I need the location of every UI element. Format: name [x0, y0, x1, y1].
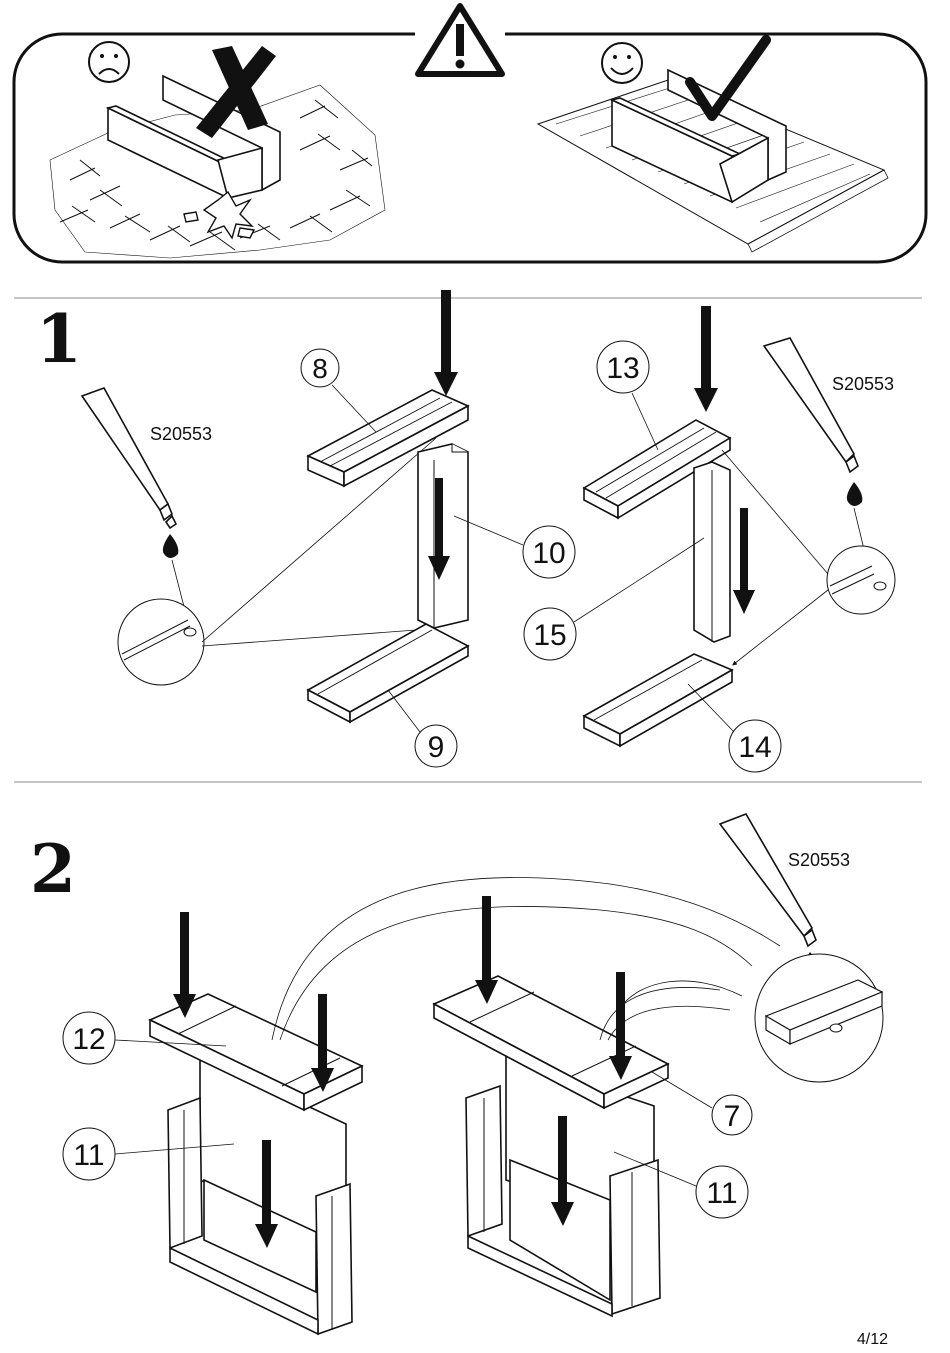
- callout-13: 13: [597, 341, 658, 450]
- part-label: 14: [738, 731, 771, 764]
- warning-panel: [14, 6, 926, 262]
- part-label: 8: [312, 353, 328, 384]
- callout-9: 9: [388, 690, 457, 767]
- glue-label: S20553: [788, 850, 850, 870]
- detail-magnifier: [118, 599, 204, 685]
- detail-magnifier: [755, 954, 883, 1082]
- detail-magnifier: [827, 546, 895, 614]
- glue-tube-icon: [720, 814, 816, 946]
- glue-label: S20553: [832, 374, 894, 394]
- glue-label: S20553: [150, 424, 212, 444]
- glue-tube-icon: [764, 338, 858, 472]
- sad-face-icon: [89, 42, 129, 82]
- step-2-number: 2: [30, 830, 76, 908]
- part-label: 13: [606, 352, 639, 385]
- part-label: 9: [428, 731, 445, 764]
- part-label: 15: [533, 619, 566, 652]
- step-1: 1 S20553: [36, 290, 895, 772]
- board-9: [308, 624, 468, 722]
- step-2: 2 12: [30, 814, 883, 1334]
- part-label: 11: [73, 1139, 104, 1172]
- callout-8: 8: [301, 349, 376, 432]
- glue-drop-icon: [163, 534, 178, 558]
- page-number: 4/12: [857, 1331, 888, 1348]
- part-label: 12: [72, 1023, 105, 1056]
- part-label: 10: [532, 537, 565, 570]
- callout-10: 10: [454, 516, 575, 578]
- impact-damage-icon: [184, 192, 254, 238]
- glue-drop-icon: [847, 482, 862, 506]
- smiley-face-icon: [602, 43, 642, 83]
- part-label: 11: [706, 1177, 737, 1210]
- board-15: [694, 462, 730, 642]
- down-arrow-icon: [694, 306, 718, 412]
- glue-tube-icon: [82, 388, 176, 528]
- board-14: [584, 654, 732, 746]
- callout-7: 7: [652, 1072, 752, 1135]
- down-arrow-icon: [434, 290, 458, 396]
- part-label: 7: [724, 1100, 741, 1133]
- down-arrow-icon: [733, 508, 755, 614]
- step-1-number: 1: [36, 300, 82, 378]
